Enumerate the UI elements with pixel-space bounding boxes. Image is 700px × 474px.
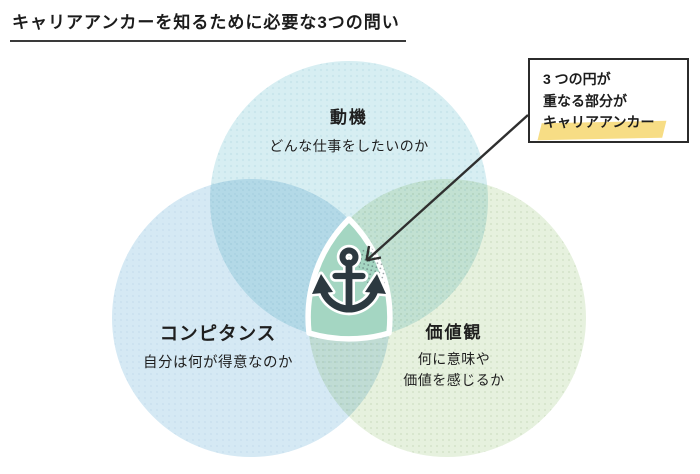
values-title: 価値観 — [425, 323, 483, 342]
page-title: キャリアアンカーを知るために必要な3つの問い — [10, 8, 406, 42]
callout-line1: 3 つの円が — [543, 71, 611, 87]
motivation-label-block: 動機 どんな仕事をしたいのか — [209, 103, 489, 157]
motivation-description: どんな仕事をしたいのか — [269, 138, 429, 154]
values-description-line1: 何に意味や — [417, 351, 491, 367]
competence-title: コンピタンス — [159, 323, 277, 344]
values-description-line2: 価値を感じるか — [403, 372, 505, 388]
competence-label-block: コンピタンス 自分は何が得意なのか — [98, 320, 338, 375]
callout-box: 3 つの円が 重なる部分が キャリアアンカー — [528, 58, 689, 143]
callout-line3: キャリアアンカー — [543, 112, 687, 134]
values-description: 何に意味や 価値を感じるか — [354, 349, 554, 391]
competence-description: 自分は何が得意なのか — [143, 355, 293, 371]
motivation-title: 動機 — [330, 108, 368, 127]
callout-line2: 重なる部分が — [543, 92, 627, 109]
highlighted-keyword-text: キャリアアンカー — [543, 114, 655, 131]
highlighted-keyword: キャリアアンカー — [543, 112, 654, 134]
values-label-block: 価値観 何に意味や 価値を感じるか — [354, 318, 554, 391]
